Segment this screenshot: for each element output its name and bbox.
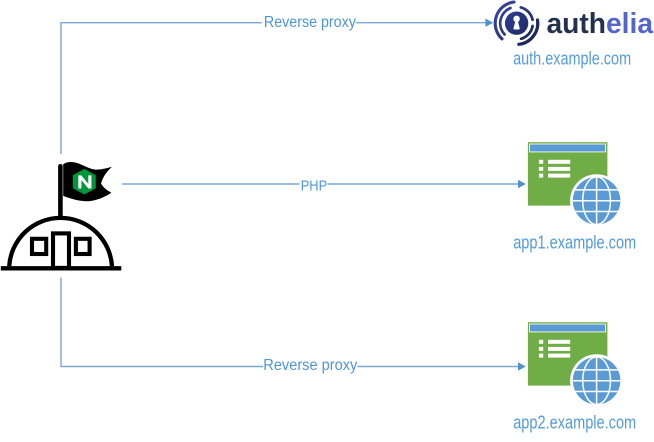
svg-text:app1.example.com: app1.example.com — [513, 232, 636, 252]
svg-text:PHP: PHP — [301, 178, 328, 194]
svg-text:app2.example.com: app2.example.com — [513, 413, 636, 433]
svg-text:authelia: authelia — [547, 8, 654, 40]
svg-text:Reverse proxy: Reverse proxy — [264, 14, 356, 31]
svg-text:auth.example.com: auth.example.com — [513, 48, 631, 68]
svg-text:Reverse proxy: Reverse proxy — [263, 357, 357, 374]
